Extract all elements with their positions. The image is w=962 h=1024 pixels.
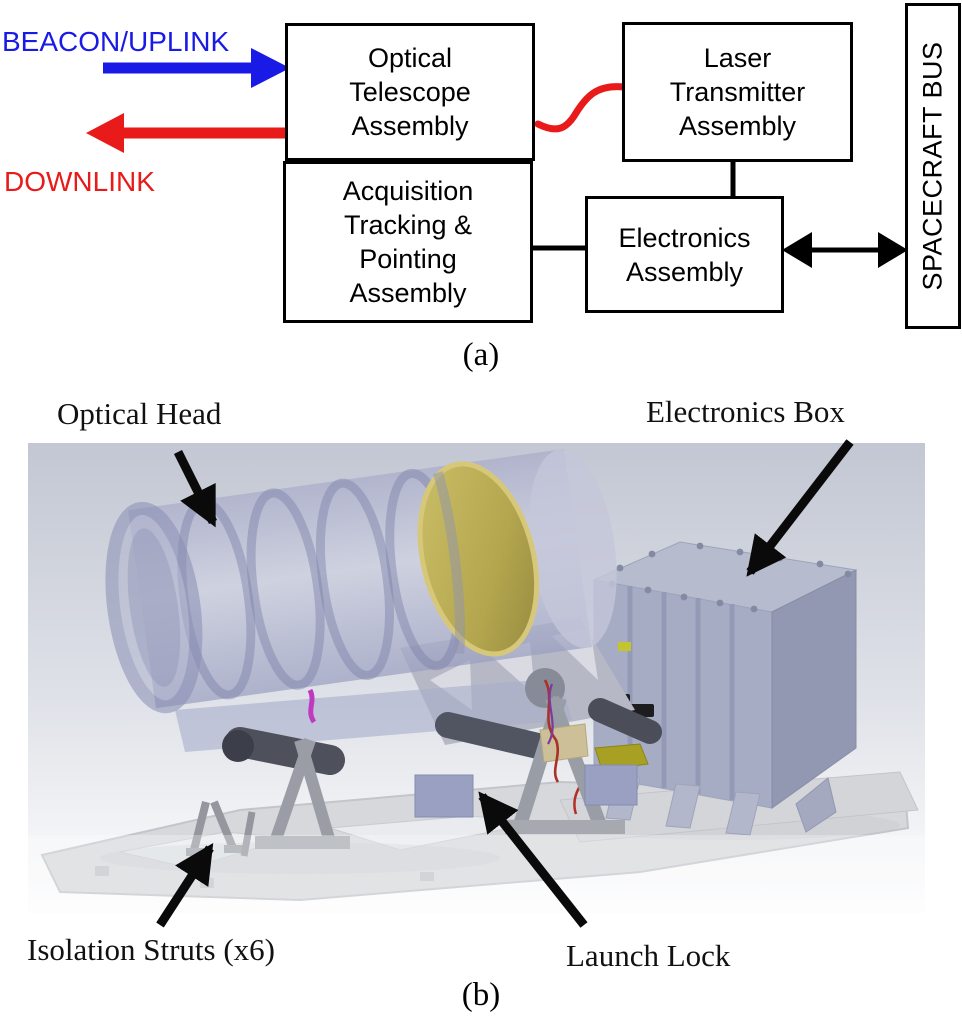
uplink-arrow-icon	[103, 48, 290, 88]
optical-telescope-assembly-box: Optical Telescope Assembly	[285, 23, 535, 161]
laser-transmitter-assembly-label: Laser Transmitter Assembly	[669, 43, 806, 141]
panel-a-caption: (a)	[462, 337, 500, 373]
launch-lock-label: Launch Lock	[566, 938, 731, 973]
laser-transmitter-assembly-box: Laser Transmitter Assembly	[622, 22, 853, 162]
beacon-uplink-label: BEACON/UPLINK	[2, 26, 230, 57]
electronics-assembly-label: Electronics Assembly	[618, 222, 751, 287]
downlink-arrow-icon	[86, 113, 287, 153]
photo-bottom-fade	[28, 835, 925, 913]
spacecraft-bus-label: SPACECRAFT BUS	[918, 41, 948, 291]
launch-lock-arrow-icon	[478, 791, 588, 928]
rendering-canvas	[28, 439, 925, 928]
telescope-tube	[105, 448, 617, 714]
panel-b-caption: (b)	[461, 977, 501, 1013]
optical-telescope-assembly-label: Optical Telescope Assembly	[349, 43, 471, 141]
block-diagram-panel: BEACON/UPLINK DOWNLINK Optical Telescope…	[0, 0, 962, 380]
hardware-render-panel: Optical Head Electronics Box Isolation S…	[0, 380, 962, 1024]
optical-head-label: Optical Head	[57, 396, 222, 431]
launch-lock-wires	[307, 679, 589, 783]
bus-double-arrow-icon	[782, 232, 908, 268]
gimbal-structure	[175, 668, 662, 849]
electronics-box-3d	[559, 541, 919, 843]
electronics-box-arrow-icon	[746, 439, 854, 577]
electronics-box-label: Electronics Box	[646, 394, 845, 429]
downlink-label: DOWNLINK	[4, 166, 155, 197]
diagram-connectors-canvas	[86, 48, 908, 268]
acquisition-tracking-pointing-label: Acquisition Tracking & Pointing Assembly	[342, 176, 474, 308]
fiber-link-squiggle	[534, 83, 628, 133]
acquisition-tracking-pointing-box: Acquisition Tracking & Pointing Assembly	[283, 161, 533, 323]
electronics-assembly-box: Electronics Assembly	[585, 196, 784, 313]
spacecraft-bus-box: SPACECRAFT BUS	[905, 3, 961, 329]
isolation-struts-label: Isolation Struts (x6)	[27, 932, 275, 967]
isolation-struts-arrow-icon	[156, 843, 214, 928]
optical-head-arrow-icon	[173, 449, 218, 528]
